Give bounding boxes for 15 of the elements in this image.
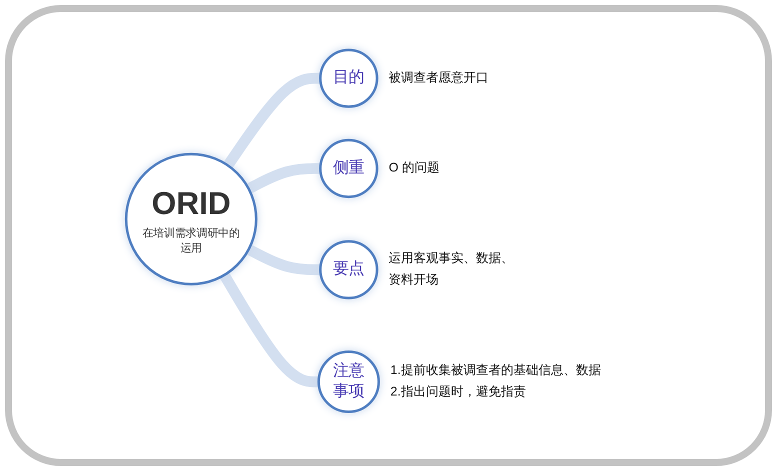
node-circle	[319, 48, 378, 108]
node-label: 1.提前收集被调查者的基础信息、数据	[390, 363, 601, 378]
node-circle	[319, 138, 378, 198]
node-circle	[124, 152, 258, 286]
connector	[246, 244, 320, 276]
node-label: 2.指出问题时，避免指责	[390, 385, 526, 400]
node-label: 被调查者愿意开口	[388, 70, 489, 85]
node-label: 运用客观事实、数据、资料开场	[388, 251, 514, 288]
connector	[220, 272, 319, 388]
node-circle	[317, 350, 380, 414]
connector	[223, 72, 320, 168]
rounded-frame: ORID 在培训需求调研中的运用 目的 侧重 要点 注意事项 被调查者愿意开口 O 的问题 运用客观事实、数据、资料开场 1.提前收集被调查者的基础信息、数据 2.指出问题时，避免指责	[5, 5, 772, 466]
node-circle	[319, 240, 378, 300]
connector	[246, 163, 320, 194]
node-label: O 的问题	[388, 160, 440, 176]
